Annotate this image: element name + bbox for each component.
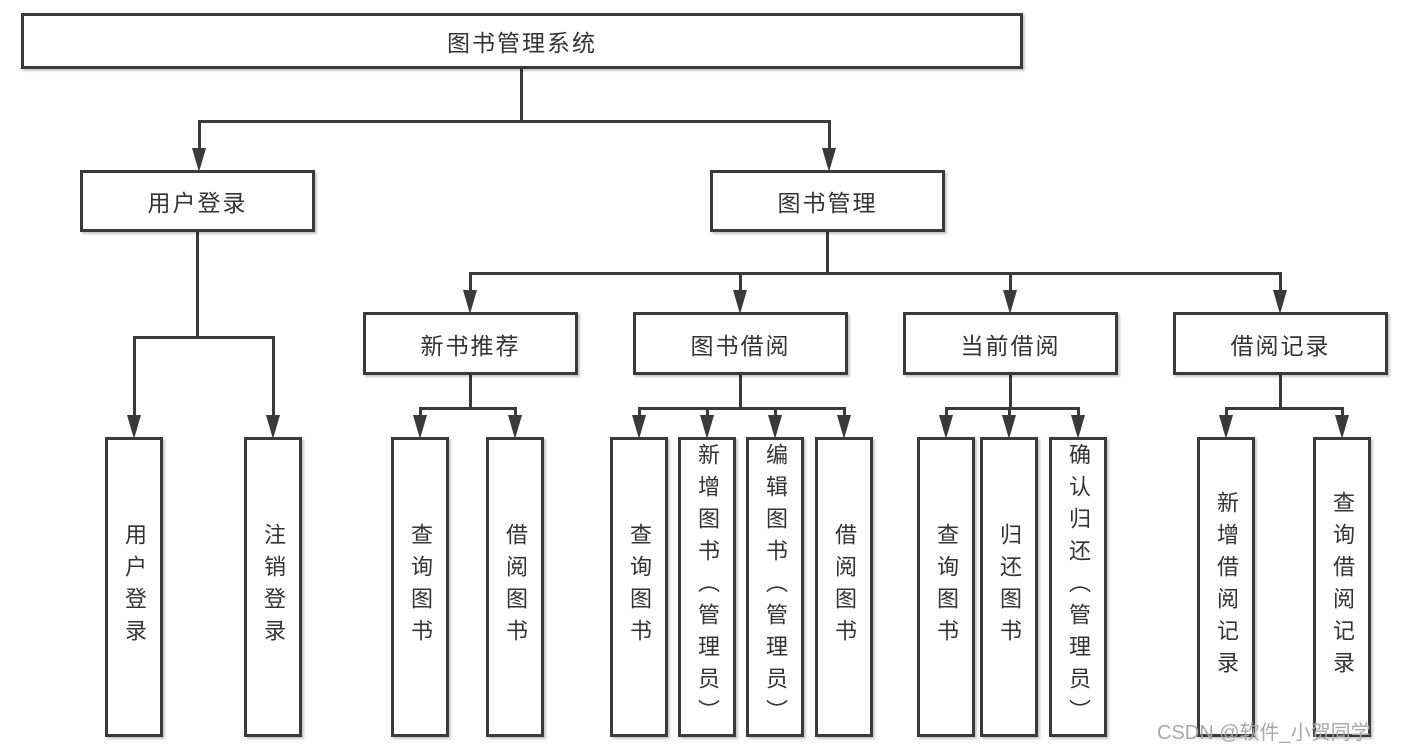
connector-line [638,407,846,410]
csdn-watermark: CSDN @软件_小贺同学 [1157,722,1371,744]
node-current-borrow: 当前借阅 [903,312,1118,375]
leaf-user-login: 用户登录 [105,437,163,737]
arrow-down-icon [1071,415,1085,439]
connector-line [1009,272,1012,294]
arrow-down-icon [822,148,836,172]
leaf-current-return: 归还图书 [980,437,1038,737]
connector-line [826,232,829,274]
node-borrow-records-label: 借阅记录 [1230,332,1331,359]
node-new-book-recommend-label: 新书推荐 [420,332,521,359]
connector-line [198,120,831,123]
arrow-down-icon [1335,415,1349,439]
connector-line [419,407,422,419]
leaf-current-query: 查询图书 [917,437,975,737]
node-book-management-label: 图书管理 [777,190,878,216]
leaf-records-query-label: 查询借阅记录 [1330,491,1355,683]
leaf-newbooks-query-label: 查询图书 [408,523,433,651]
connector-line [945,407,948,419]
arrow-down-icon [192,148,206,172]
connector-line [419,407,517,410]
arrow-down-icon [700,415,714,439]
connector-line [1077,407,1080,419]
arrow-down-icon [508,415,522,439]
leaf-current-return-label: 归还图书 [997,523,1022,651]
arrow-down-icon [1273,290,1287,314]
arrow-down-icon [733,290,747,314]
connector-line [272,336,275,419]
connector-line [514,407,517,419]
leaf-newbooks-query: 查询图书 [391,437,449,737]
connector-line [198,120,201,152]
leaf-user-login-label: 用户登录 [122,523,147,651]
arrow-down-icon [1003,290,1017,314]
node-book-borrow: 图书借阅 [633,312,848,375]
connector-line [133,336,275,339]
node-user-login-label: 用户登录 [147,190,248,216]
arrow-down-icon [413,415,427,439]
arrow-down-icon [1002,415,1016,439]
connector-line [843,407,846,419]
node-borrow-records: 借阅记录 [1173,312,1388,375]
connector-line [1008,407,1011,419]
leaf-borrow-query-label: 查询图书 [627,523,652,651]
connector-line [1225,407,1228,419]
connector-line [196,232,199,338]
leaf-borrow-edit-admin: 编辑图书（管理员） [746,437,804,737]
leaf-borrow-add-admin-label: 新增图书（管理员） [695,443,720,731]
connector-line [133,336,136,419]
connector-line [706,407,709,419]
leaf-borrow-edit-admin-label: 编辑图书（管理员） [763,443,788,731]
leaf-records-add: 新增借阅记录 [1197,437,1255,737]
leaf-current-query-label: 查询图书 [934,523,959,651]
leaf-logout: 注销登录 [244,437,302,737]
leaf-borrow-add-admin: 新增图书（管理员） [678,437,736,737]
connector-line [1225,407,1344,410]
leaf-newbooks-borrow-label: 借阅图书 [503,523,528,651]
connector-line [828,120,831,152]
node-root: 图书管理系统 [21,13,1023,69]
node-user-login: 用户登录 [80,170,315,232]
connector-line [1341,407,1344,419]
arrow-down-icon [768,415,782,439]
leaf-records-query: 查询借阅记录 [1313,437,1371,737]
arrow-down-icon [1219,415,1233,439]
connector-line [638,407,641,419]
node-root-label: 图书管理系统 [447,30,597,56]
connector-line [1009,375,1012,409]
node-book-management: 图书管理 [710,170,945,232]
leaf-logout-label: 注销登录 [261,523,286,651]
connector-line [469,272,1282,275]
node-new-book-recommend: 新书推荐 [363,312,578,375]
leaf-borrow-borrow: 借阅图书 [815,437,873,737]
arrow-down-icon [463,290,477,314]
connector-line [469,272,472,294]
connector-line [945,407,1080,410]
arrow-down-icon [127,415,141,439]
arrow-down-icon [632,415,646,439]
leaf-newbooks-borrow: 借阅图书 [486,437,544,737]
node-current-borrow-label: 当前借阅 [960,332,1061,359]
connector-line [1279,375,1282,409]
node-book-borrow-label: 图书借阅 [690,332,791,359]
connector-line [520,69,523,122]
arrow-down-icon [939,415,953,439]
leaf-records-add-label: 新增借阅记录 [1214,491,1239,683]
arrow-down-icon [837,415,851,439]
connector-line [739,272,742,294]
connector-line [774,407,777,419]
connector-line [739,375,742,409]
leaf-borrow-query: 查询图书 [610,437,668,737]
leaf-current-confirm-admin-label: 确认归还（管理员） [1066,443,1091,731]
connector-line [469,375,472,409]
leaf-current-confirm-admin: 确认归还（管理员） [1049,437,1107,737]
arrow-down-icon [266,415,280,439]
leaf-borrow-borrow-label: 借阅图书 [832,523,857,651]
connector-line [1279,272,1282,294]
